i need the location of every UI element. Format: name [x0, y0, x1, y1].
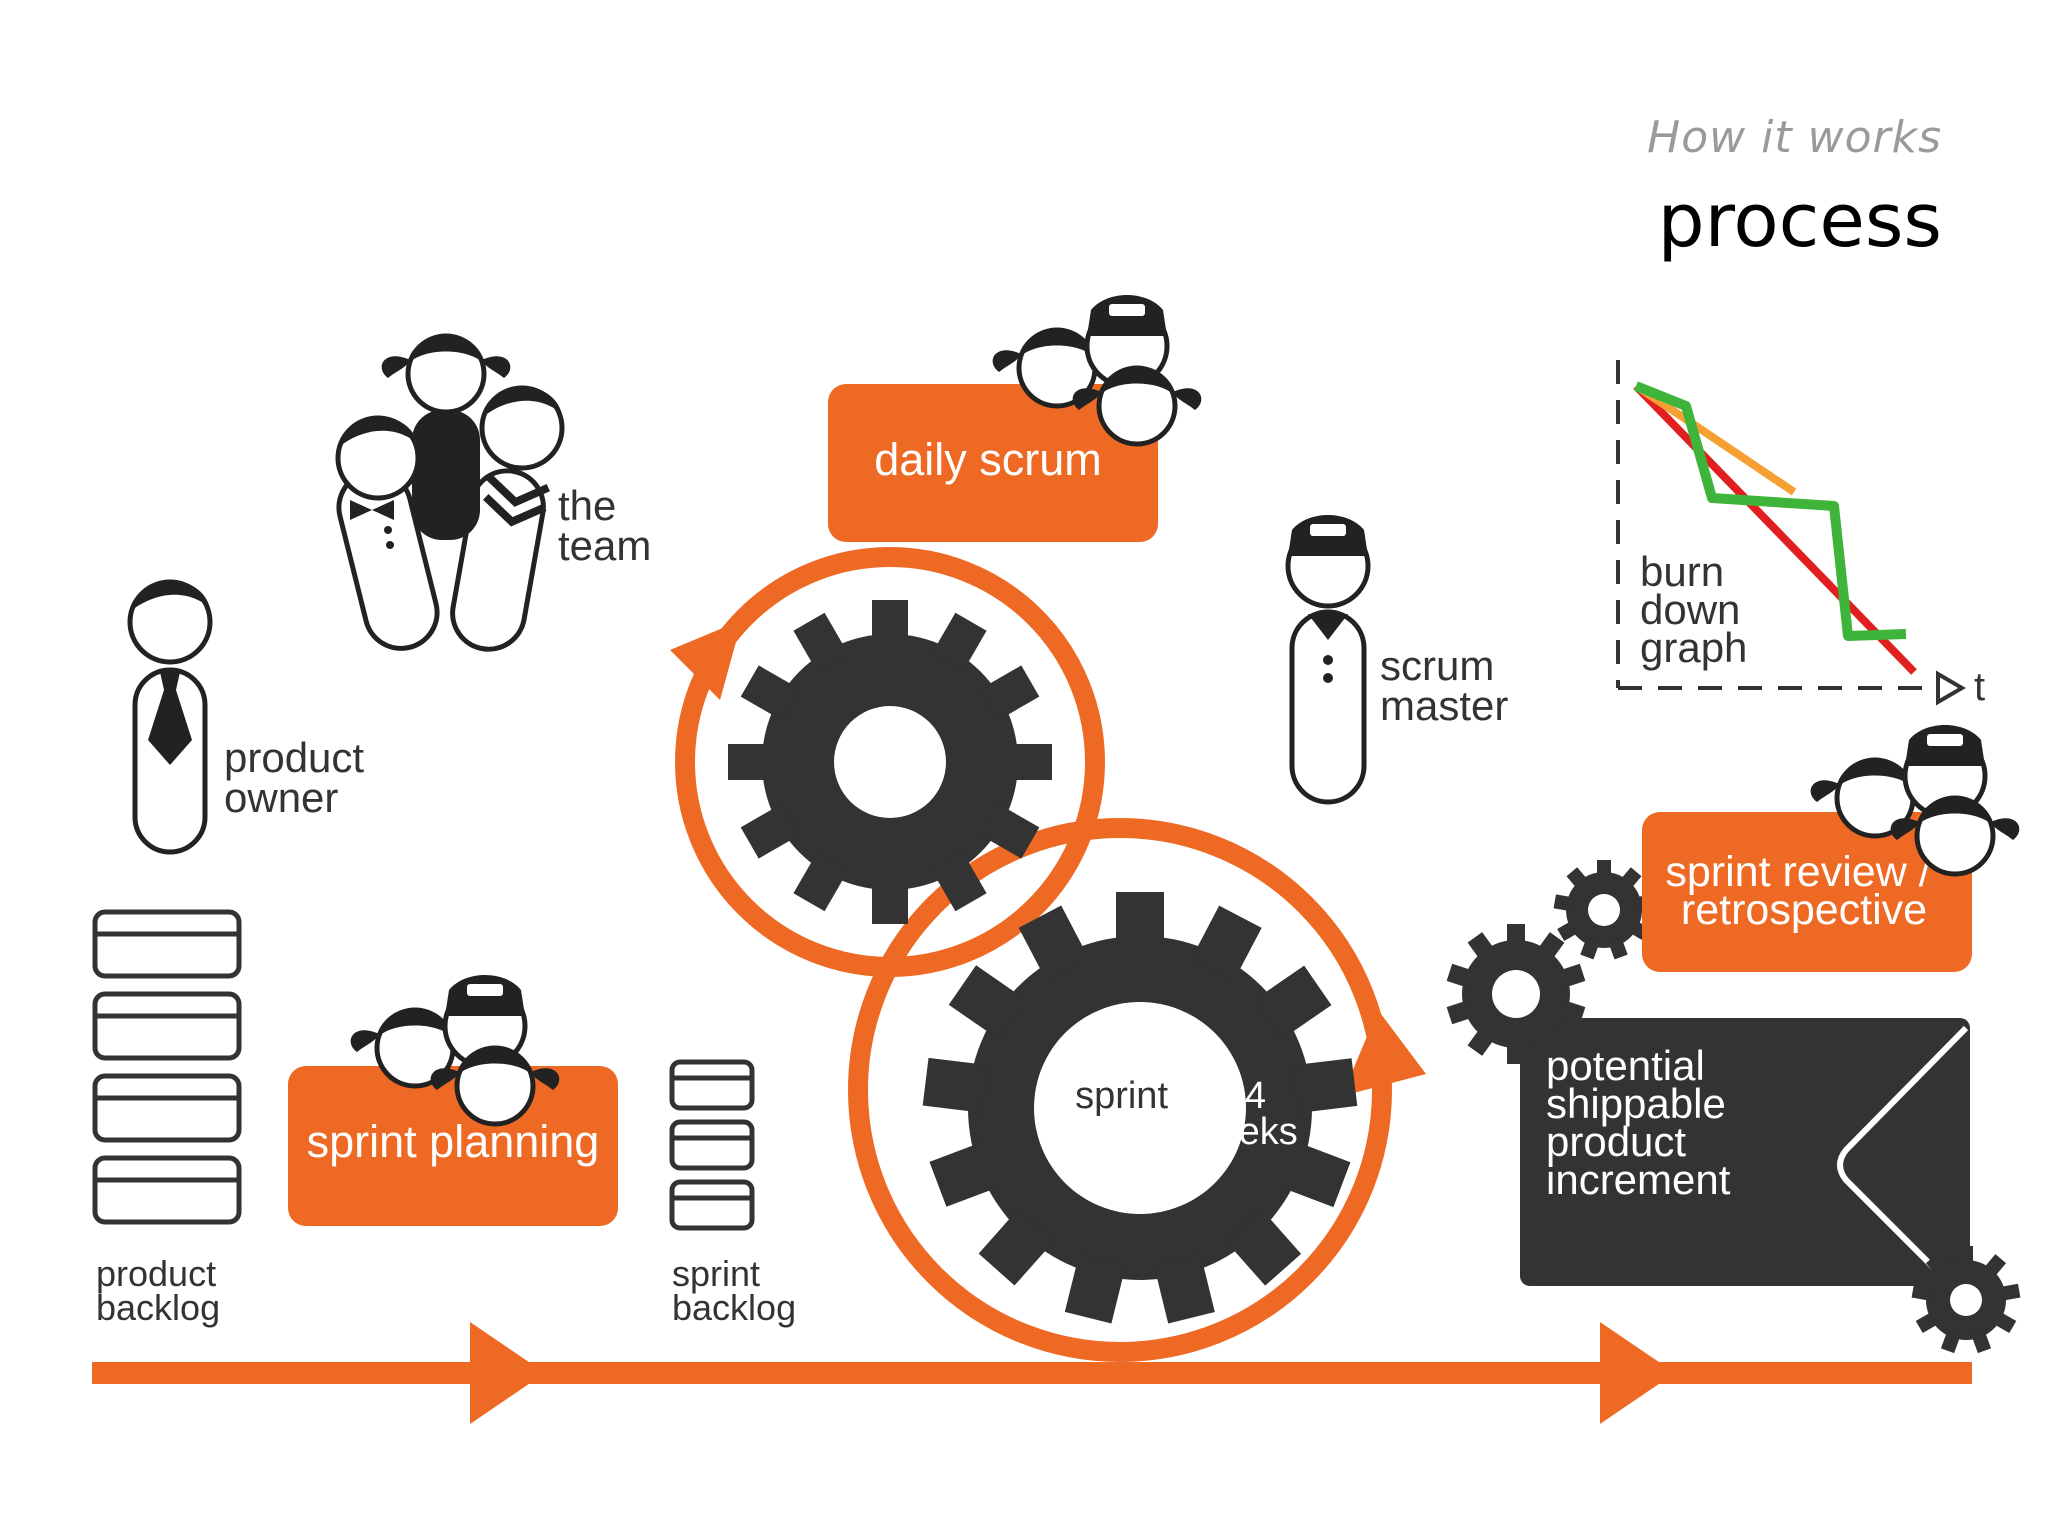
time-axis-label: t — [1974, 665, 1985, 709]
burn-down-graph: t — [1616, 360, 1985, 709]
team-label: the team — [558, 482, 651, 569]
increment-label: potential shippable product increment — [1546, 1042, 1737, 1203]
daily-scrum-label: daily scrum — [874, 434, 1102, 485]
sprint-backlog-stack — [669, 1059, 755, 1231]
loop-arrow-top — [670, 620, 742, 700]
loop-arrow-right — [1342, 1010, 1426, 1096]
gear-icon — [1911, 1246, 2021, 1354]
product-owner-label: product owner — [224, 734, 376, 821]
gear-icon — [922, 892, 1358, 1324]
sprint-backlog-label: sprint backlog — [672, 1253, 796, 1328]
gear-icon — [1553, 860, 1655, 960]
daily-scrum-box: daily scrum — [828, 295, 1201, 542]
scrum-master-figure — [1288, 515, 1368, 805]
timeline-arrow — [92, 1322, 1972, 1424]
sprint-review-box: sprint review / retrospective — [1642, 725, 2019, 972]
scrum-master-label: scrum master — [1380, 642, 1508, 729]
sprint-planning-box: sprint planning — [288, 975, 618, 1226]
header-title: process — [1657, 178, 1942, 264]
team-figures — [331, 336, 562, 652]
sprint-duration-label: 2 - 4 weeks — [1189, 1075, 1298, 1153]
burn-down-label: burn down graph — [1640, 548, 1752, 671]
sprint-loop — [675, 547, 1392, 1362]
increment-document — [1520, 1018, 1970, 1303]
header-subtitle: How it works — [1647, 112, 1942, 163]
product-owner-figure — [130, 581, 210, 855]
gear-icon — [1446, 924, 1586, 1064]
gear-icon — [728, 600, 1052, 924]
sprint-label: sprint — [1075, 1075, 1168, 1117]
product-backlog-stack — [92, 909, 242, 1225]
product-backlog-label: product backlog — [96, 1253, 226, 1328]
sprint-review-label: sprint review / retrospective — [1665, 848, 1942, 934]
sprint-planning-label: sprint planning — [307, 1116, 600, 1167]
